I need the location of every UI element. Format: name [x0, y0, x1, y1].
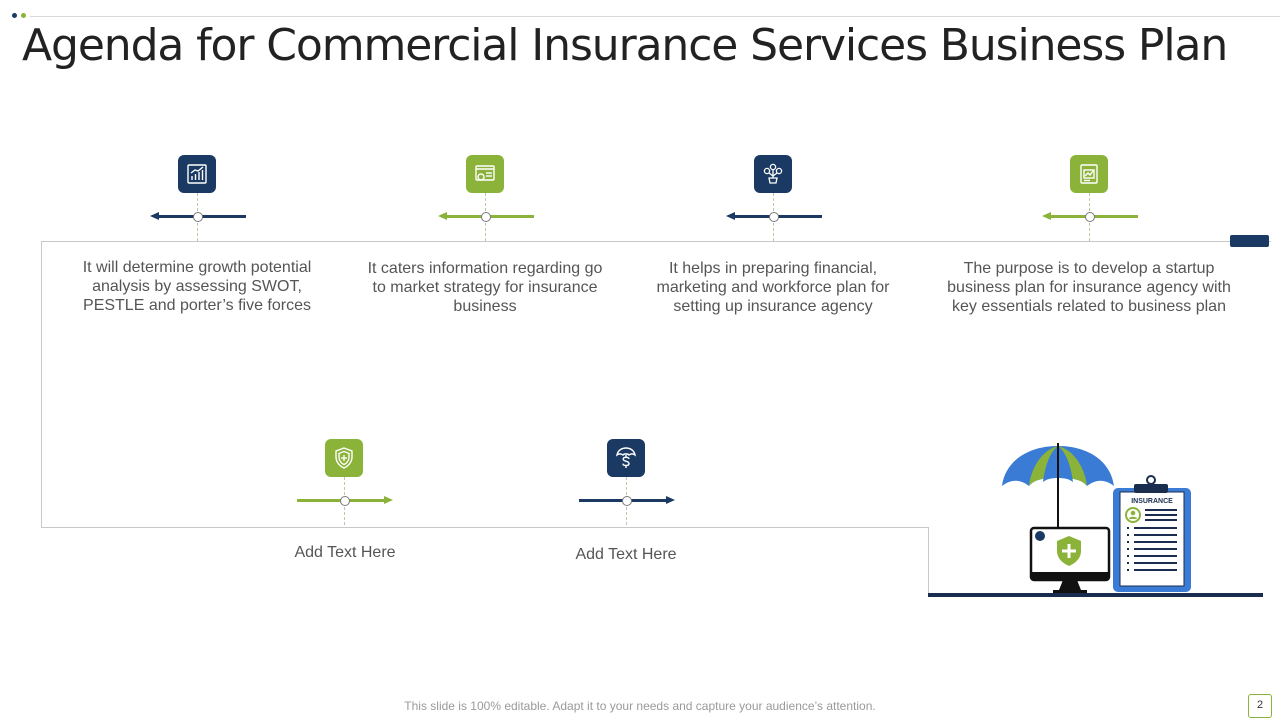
page-number: 2: [1248, 694, 1272, 718]
title-accent-dot-navy: [12, 13, 17, 18]
item-5-arrow-head: [384, 496, 393, 504]
market-strategy-icon: [466, 155, 504, 193]
item-5-placeholder: Add Text Here: [294, 544, 396, 561]
timeline-end-marker: [1230, 235, 1269, 247]
item-4-arrow-head: [1042, 212, 1051, 220]
monitor-icon: [1029, 526, 1111, 593]
item-2-node: [481, 212, 491, 222]
shield-medical-icon: [325, 439, 363, 477]
footer-note: This slide is 100% editable. Adapt it to…: [404, 699, 876, 713]
item-6-arrow-head: [666, 496, 675, 504]
item-2-description: It caters information regarding go to ma…: [367, 260, 603, 315]
illustration-ground-line: [928, 593, 1263, 597]
title-accent-dot-green: [21, 13, 26, 18]
money-plant-icon: [754, 155, 792, 193]
item-1-arrow-head: [150, 212, 159, 220]
item-3-node: [769, 212, 779, 222]
clipboard-label: INSURANCE: [1131, 498, 1173, 505]
item-2-arrow-head: [438, 212, 447, 220]
item-5-node: [340, 496, 350, 506]
item-4-description: The purpose is to develop a startup busi…: [947, 260, 1231, 315]
timeline-frame-bottom: [41, 527, 929, 528]
item-3-description: It helps in preparing financial, marketi…: [656, 260, 890, 315]
item-4-node: [1085, 212, 1095, 222]
timeline-frame-left: [41, 241, 42, 528]
growth-chart-icon: [178, 155, 216, 193]
item-1-description: It will determine growth potential analy…: [82, 259, 312, 314]
item-1-node: [193, 212, 203, 222]
insurance-illustration: INSURANCE: [995, 440, 1200, 596]
title-rule: [30, 16, 1280, 17]
item-3-arrow-head: [726, 212, 735, 220]
umbrella-dollar-icon: [607, 439, 645, 477]
item-6-placeholder: Add Text Here: [575, 546, 677, 563]
timeline-frame-top: [41, 241, 1271, 242]
item-6-node: [622, 496, 632, 506]
clipboard-icon: INSURANCE: [1113, 475, 1191, 592]
timeline-frame-right: [928, 527, 929, 597]
page-title: Agenda for Commercial Insurance Services…: [22, 20, 1228, 71]
umbrella-icon: [1002, 443, 1114, 532]
business-report-icon: [1070, 155, 1108, 193]
